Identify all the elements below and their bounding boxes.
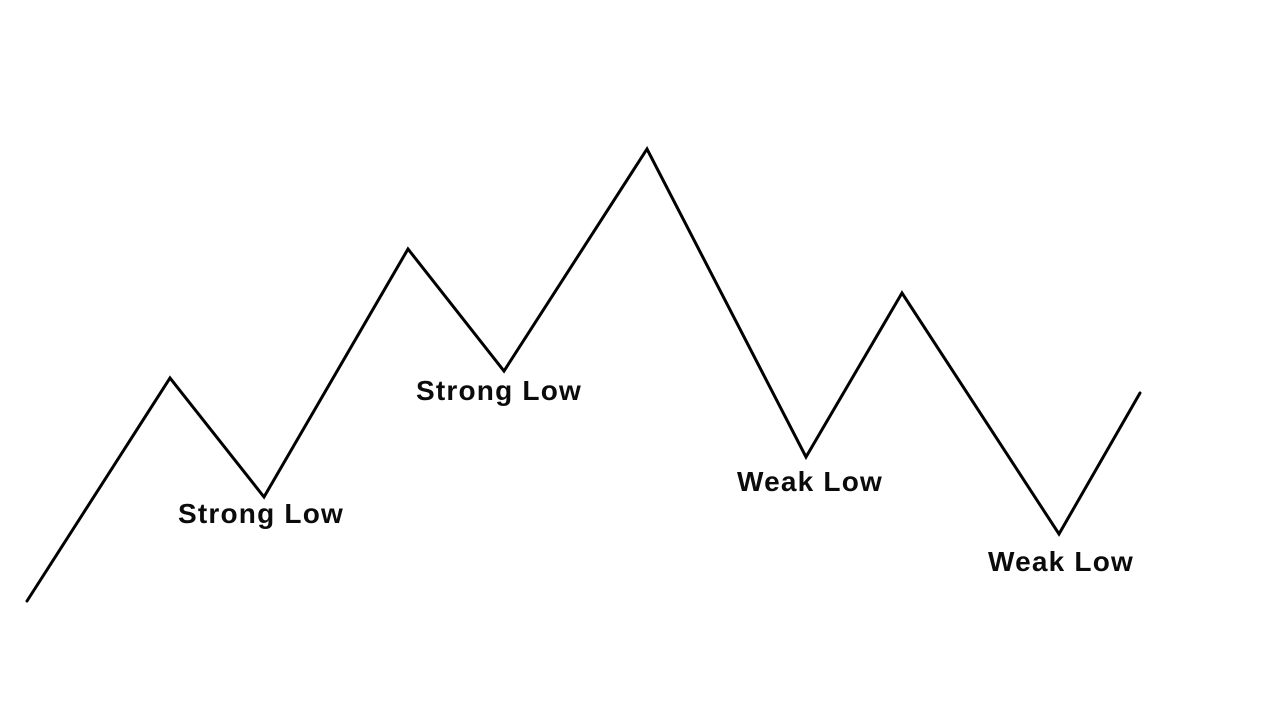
strong-low-label-2: Strong Low bbox=[416, 375, 582, 406]
weak-low-label-2: Weak Low bbox=[987, 546, 1135, 577]
price-zigzag-line bbox=[25, 146, 1142, 603]
weak-low-label-1: Weak Low bbox=[736, 466, 884, 497]
strong-low-label-1: Strong Low bbox=[178, 498, 344, 529]
